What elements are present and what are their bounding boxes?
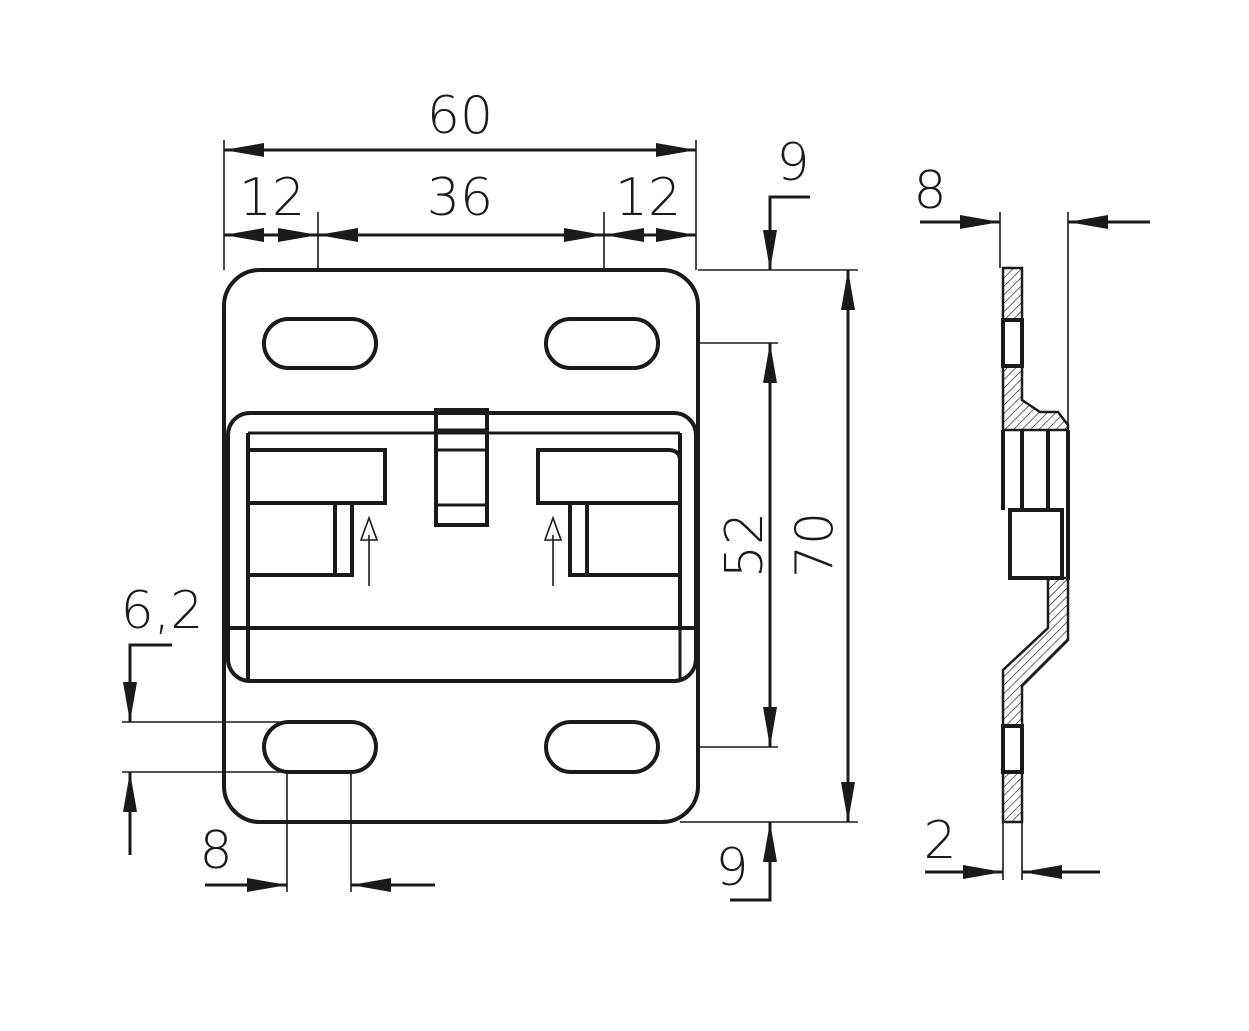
direction-arrow-icon (359, 515, 379, 586)
dim-top-margin: 9 (776, 133, 809, 193)
dimension-lines (122, 140, 858, 902)
slot-top-left (262, 317, 378, 370)
dim-right-offset: 12 (615, 168, 681, 228)
front-view (222, 268, 700, 824)
dim-left-offset: 12 (239, 168, 305, 228)
direction-arrow-icon (543, 515, 563, 586)
dim-bottom-margin: 9 (715, 838, 748, 898)
plate-outline (222, 268, 700, 824)
dim-center-spacing: 36 (427, 168, 493, 228)
slot-top-right (544, 317, 660, 370)
dim-side-depth: 8 (913, 161, 946, 221)
dim-slot-height: 6,2 (121, 581, 204, 641)
side-view (920, 212, 1150, 880)
dim-slot-width: 8 (199, 821, 232, 881)
dim-hole-spacing: 52 (715, 512, 775, 578)
dim-overall-height: 70 (785, 512, 845, 578)
slot-bottom-right (544, 720, 660, 774)
mounting-bracket (226, 408, 698, 683)
dim-overall-width: 60 (427, 86, 493, 146)
slot-bottom-left (262, 720, 378, 774)
dimension-labels: 60 12 36 12 9 52 70 9 6,2 8 8 2 (121, 86, 957, 898)
dim-thickness: 2 (923, 811, 956, 871)
